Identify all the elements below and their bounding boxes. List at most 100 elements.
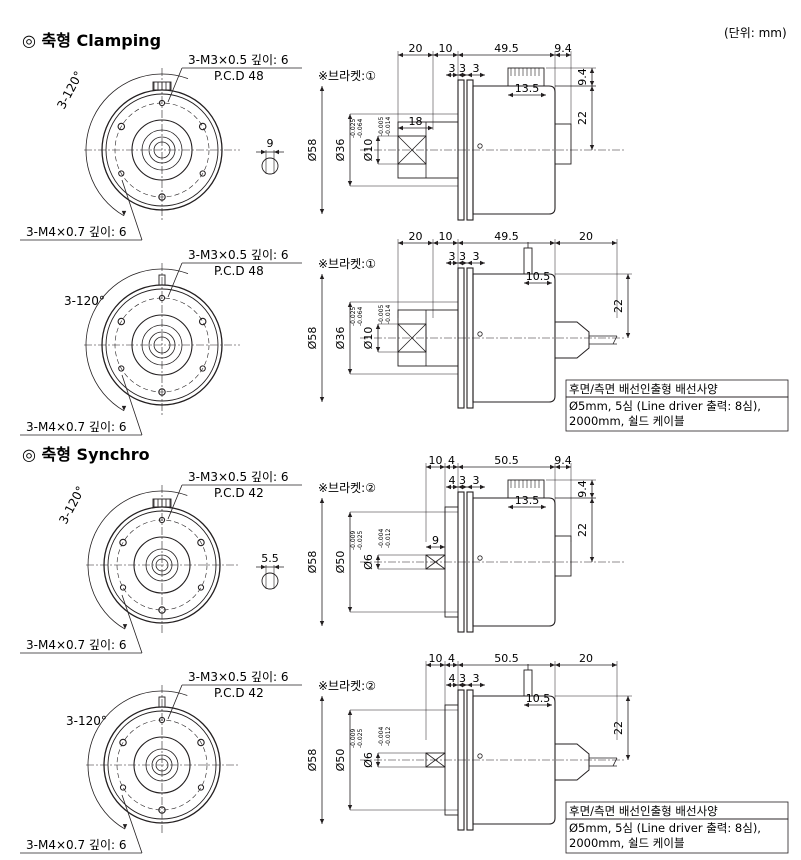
sub-dimension-1: 3 <box>459 62 466 75</box>
top-dimension-1: 10 <box>439 42 453 55</box>
arrowhead <box>547 702 552 708</box>
shaft-tolerance-upper: -0.004 <box>378 726 385 746</box>
encoder-body <box>472 497 556 627</box>
arrowhead <box>347 805 353 810</box>
bracket-label: ※브라켓:① <box>318 257 376 271</box>
flange-tolerance-upper: -0.009 <box>350 530 357 550</box>
m4-thread-label: 3-M4×0.7 깊이: 6 <box>26 225 126 239</box>
shaft-tolerance-lower: -0.012 <box>385 528 392 548</box>
arrowhead <box>508 92 513 98</box>
angle-arc <box>87 533 126 630</box>
m4-hole <box>119 738 127 747</box>
m4-hole <box>158 806 166 814</box>
leader-line <box>167 262 183 298</box>
arrowhead <box>467 682 472 688</box>
sub-dimension-2: 3 <box>473 250 480 263</box>
arrowhead <box>550 52 555 58</box>
angle-label: 3-120° <box>54 69 86 112</box>
shaft-tolerance-upper: -0.005 <box>378 304 385 324</box>
connector-offset: 22 <box>576 111 589 125</box>
angle-arc <box>85 117 125 217</box>
arrowhead <box>462 260 467 266</box>
cable-note-body <box>565 818 789 854</box>
arrowhead <box>555 52 560 58</box>
m4-hole <box>197 538 205 547</box>
m3-hole <box>158 716 166 724</box>
sub-dimension-1: 3 <box>459 672 466 685</box>
shaft-ring <box>155 558 169 572</box>
shaft-diameter: Ø6 <box>362 752 375 768</box>
m4-hole <box>158 606 166 614</box>
m3-thread-label: 3-M3×0.5 깊이: 6 <box>188 248 288 262</box>
arrowhead <box>453 240 458 246</box>
arrowhead <box>589 86 595 91</box>
top-dimension-2: 50.5 <box>494 454 519 467</box>
top-dimension-0: 20 <box>409 42 423 55</box>
leader-line <box>167 684 183 720</box>
cable-break <box>612 335 618 345</box>
arrowhead <box>274 149 279 155</box>
shaft-flat-dimension: 5.5 <box>261 552 279 565</box>
shaft-ring <box>145 548 179 582</box>
arrowhead <box>458 662 463 668</box>
angle-label: 3-120° <box>64 294 105 308</box>
m3-hole <box>197 584 205 591</box>
shaft-tolerance-upper: -0.004 <box>378 528 385 548</box>
m3-thread-label: 3-M3×0.5 깊이: 6 <box>188 470 288 484</box>
shaft-tolerance-lower: -0.014 <box>385 116 392 136</box>
arrowhead <box>347 302 353 307</box>
arrowhead <box>375 136 381 141</box>
arrowhead <box>462 484 467 490</box>
flange-tolerance-lower: -0.064 <box>357 306 364 326</box>
rear-connector <box>554 123 572 165</box>
sub-dimension-2: 3 <box>473 474 480 487</box>
angle-arc <box>94 490 188 534</box>
arrowhead <box>458 240 463 246</box>
arrowhead <box>375 564 381 569</box>
m4-hole <box>198 317 207 326</box>
cable-gland <box>554 743 590 781</box>
connector-height: 9.4 <box>576 68 589 86</box>
arrowhead <box>440 464 445 470</box>
top-dimension-2: 50.5 <box>494 652 519 665</box>
body-diameter: Ø58 <box>306 749 319 772</box>
top-cable-stub <box>158 696 166 708</box>
shaft-flat-detail <box>261 157 279 175</box>
m3-hole <box>118 365 125 372</box>
angle-arc <box>87 733 126 830</box>
flange-tolerance-lower: -0.064 <box>357 118 364 138</box>
shaft-length: 18 <box>409 115 423 128</box>
flange-tolerance-upper: -0.009 <box>350 728 357 748</box>
arrowhead <box>375 762 381 767</box>
shaft-length: 9 <box>432 534 439 547</box>
body-diameter: Ø58 <box>306 139 319 162</box>
flange-tolerance-lower: -0.025 <box>357 530 364 550</box>
leader-line <box>121 179 143 241</box>
arrowhead <box>589 81 595 86</box>
arrowhead <box>550 240 555 246</box>
leader-line <box>121 594 143 654</box>
connector-dimension: 13.5 <box>515 494 540 507</box>
cable-note-line-1: Ø5mm, 5심 (Line driver 출력: 8심), <box>569 821 761 835</box>
arrowhead <box>428 125 433 131</box>
shaft-ring <box>131 119 193 181</box>
top-dimension-3: 9.4 <box>554 454 572 467</box>
rear-connector <box>554 535 572 577</box>
arrowhead <box>375 753 381 758</box>
arrowhead <box>319 819 325 824</box>
arrowhead <box>458 260 463 266</box>
arrowhead <box>589 68 595 73</box>
m3-thread-label: 3-M3×0.5 깊이: 6 <box>188 670 288 684</box>
arrowhead <box>555 662 560 668</box>
arrowhead <box>375 159 381 164</box>
arrowhead <box>467 484 472 490</box>
top-dimension-3: 20 <box>579 652 593 665</box>
arrowhead <box>480 682 485 688</box>
arrowhead <box>428 240 433 246</box>
sub-dimension-0: 3 <box>449 250 456 263</box>
top-dimension-2: 49.5 <box>494 42 519 55</box>
sub-dimension-0: 4 <box>449 672 456 685</box>
front-view-1: 3-120°3-M3×0.5 깊이: 6P.C.D 483-M4×0.7 깊이:… <box>20 248 302 436</box>
connector-dimension: 10.5 <box>526 692 551 705</box>
